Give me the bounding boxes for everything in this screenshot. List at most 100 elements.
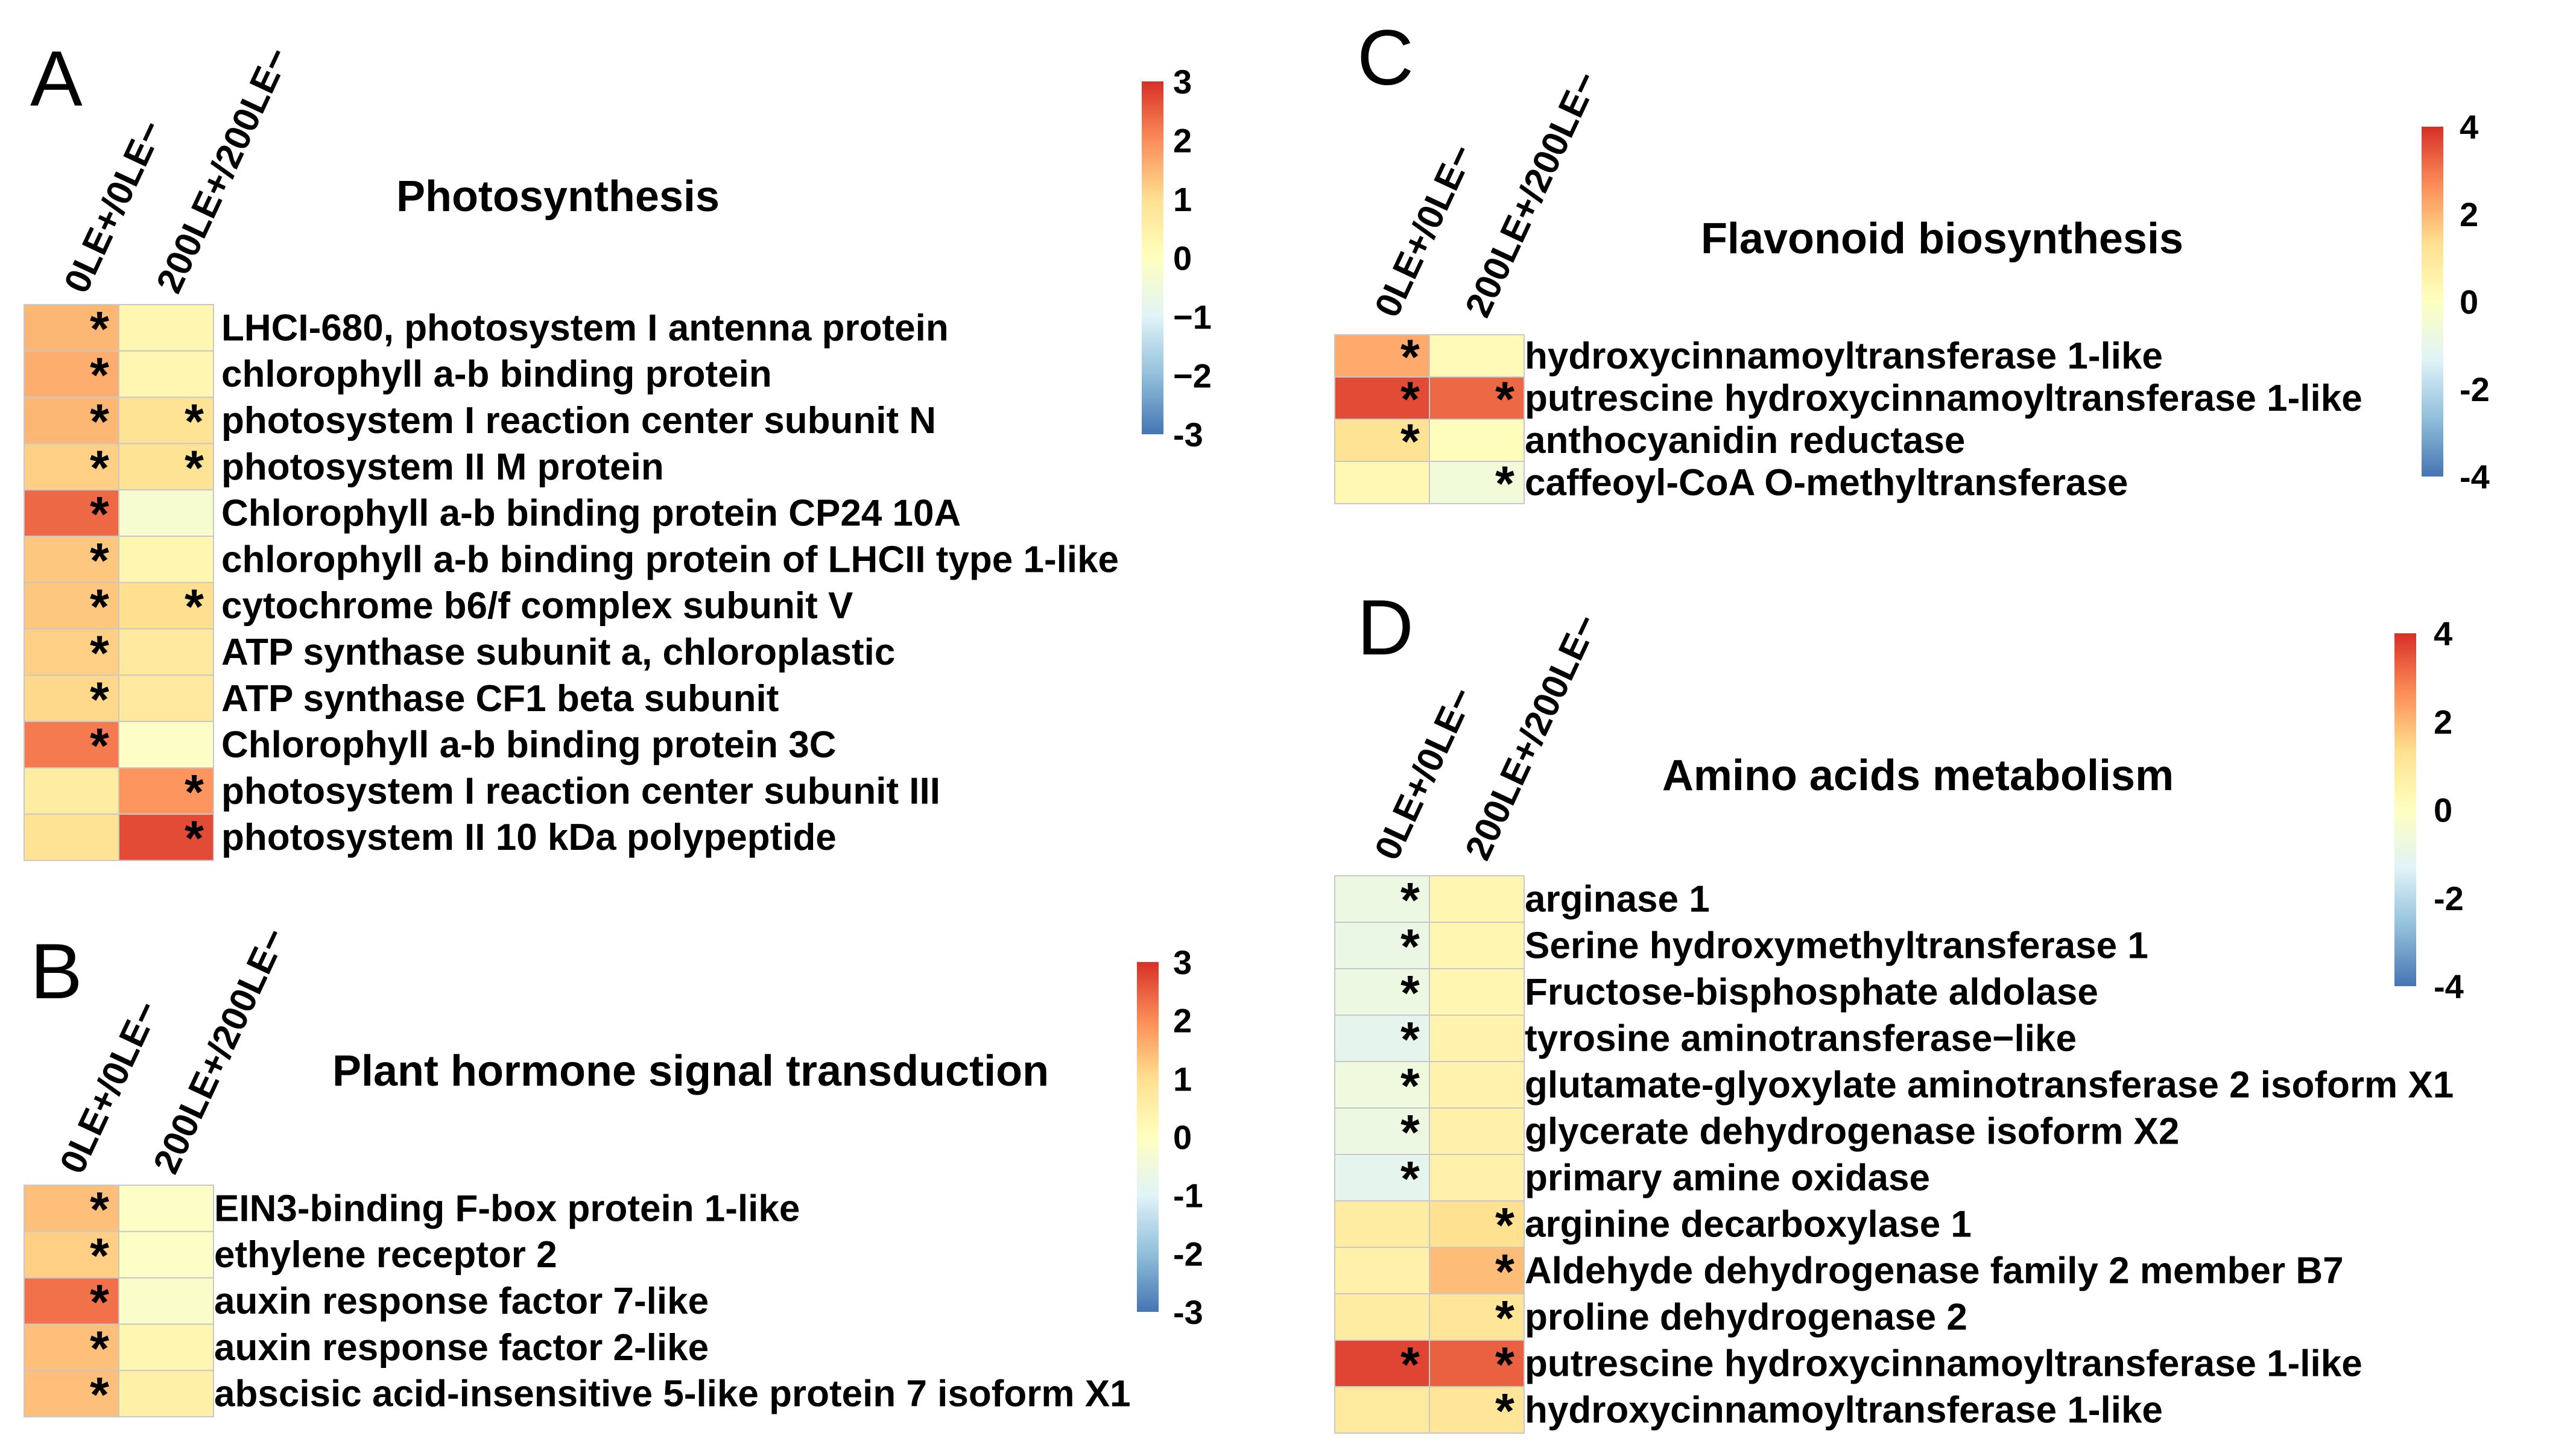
column-label: 200LE+/200LE− <box>1457 65 1606 323</box>
heatmap-cell <box>1334 1293 1430 1341</box>
row-label: tyrosine aminotransferase−like <box>1525 1018 2077 1060</box>
row-label: ATP synthase subunit a, chloroplastic <box>221 632 895 673</box>
significance-star: * <box>90 1322 109 1376</box>
row-label: putrescine hydroxycinnamoyltransferase 1… <box>1525 378 2362 419</box>
heatmap-cell <box>118 674 214 723</box>
significance-star: * <box>90 1275 109 1330</box>
panel-title: Photosynthesis <box>396 173 720 221</box>
colorbar-tick-label: −2 <box>1173 357 1212 395</box>
significance-star: * <box>1400 1106 1420 1160</box>
heatmap-cell <box>24 1323 119 1372</box>
heatmap-cell <box>118 1230 214 1279</box>
significance-star: * <box>90 719 109 774</box>
column-label: 200LE+/200LE− <box>148 41 297 299</box>
significance-star: * <box>90 533 109 588</box>
heatmap-cell <box>24 304 119 352</box>
colorbar-tick-label: 2 <box>1173 1002 1192 1040</box>
significance-star: * <box>1400 1338 1420 1393</box>
row-label: hydroxycinnamoyltransferase 1-like <box>1525 1390 2163 1431</box>
significance-star: * <box>90 441 109 496</box>
colorbar-tick-label: 2 <box>2434 703 2452 741</box>
heatmap-cell <box>118 304 214 352</box>
significance-star: * <box>90 348 109 403</box>
column-label: 0LE+/0LE− <box>52 995 166 1179</box>
row-label: arginase 1 <box>1525 879 1710 920</box>
significance-star: * <box>1400 920 1420 975</box>
significance-star: * <box>90 1229 109 1284</box>
colorbar-tick-label: 0 <box>2460 283 2478 321</box>
heatmap-cell <box>1429 1386 1525 1434</box>
heatmap-cell <box>118 1277 214 1325</box>
heatmap-cell <box>1334 1340 1430 1387</box>
row-label: Chlorophyll a-b binding protein CP24 10A <box>221 493 961 534</box>
heatmap-cell <box>1429 922 1525 969</box>
row-label: primary amine oxidase <box>1525 1157 1930 1199</box>
row-label: photosystem II M protein <box>221 446 664 488</box>
significance-star: * <box>1495 372 1514 427</box>
colorbar-tick-label: 2 <box>1173 122 1192 160</box>
colorbar <box>2422 127 2443 476</box>
colorbar-tick-label: 2 <box>2460 195 2478 233</box>
row-label: photosystem II 10 kDa polypeptide <box>221 817 837 858</box>
heatmap-cell <box>1429 419 1525 462</box>
heatmap-cell <box>118 1370 214 1417</box>
colorbar-tick-label: -4 <box>2434 967 2464 1005</box>
row-label: chlorophyll a-b binding protein of LHCII… <box>221 539 1119 580</box>
colorbar-tick-label: 0 <box>1173 1118 1192 1156</box>
colorbar <box>1137 962 1159 1312</box>
panel-letter: D <box>1357 583 1414 671</box>
heatmap-cell <box>1429 1200 1525 1248</box>
colorbar-tick-label: -2 <box>2434 879 2464 917</box>
colorbar-tick-label: 1 <box>1173 180 1192 218</box>
significance-star: * <box>1495 1291 1514 1346</box>
significance-star: * <box>1495 1338 1514 1393</box>
heatmap-cell <box>1334 1386 1430 1434</box>
colorbar-tick-label: -1 <box>1173 1177 1203 1215</box>
heatmap-cell <box>1429 334 1525 378</box>
row-label: Chlorophyll a-b binding protein 3C <box>221 724 837 766</box>
significance-star: * <box>90 302 109 356</box>
row-label: arginine decarboxylase 1 <box>1525 1204 1972 1246</box>
heatmap-cell <box>1334 1061 1430 1109</box>
significance-star: * <box>1495 1245 1514 1300</box>
significance-star: * <box>90 580 109 635</box>
heatmap-cell <box>1429 1154 1525 1201</box>
heatmap-cell <box>1429 1061 1525 1109</box>
significance-star: * <box>90 673 109 727</box>
colorbar-tick-label: 4 <box>2460 108 2478 146</box>
heatmap-cell <box>24 721 119 768</box>
panel-title: Flavonoid biosynthesis <box>1701 215 2183 263</box>
heatmap-cell <box>118 396 214 445</box>
row-label: proline dehydrogenase 2 <box>1525 1297 1967 1338</box>
colorbar-tick-label: 0 <box>2434 791 2452 829</box>
row-label: LHCI-680, photosystem I antenna protein <box>221 307 949 349</box>
significance-star: * <box>185 580 204 635</box>
colorbar-tick-label: -2 <box>1173 1235 1203 1273</box>
heatmap-cell <box>1334 1015 1430 1062</box>
row-label: Fructose-bisphosphate aldolase <box>1525 972 2098 1013</box>
panel-letter: B <box>30 927 83 1015</box>
panel-a: APhotosynthesis0LE+/0LE−200LE+/200LE−*LH… <box>24 34 1212 866</box>
significance-star: * <box>185 765 204 820</box>
colorbar-tick-label: -2 <box>2460 370 2490 408</box>
column-label: 200LE+/200LE− <box>1457 608 1606 866</box>
significance-star: * <box>1495 457 1514 511</box>
heatmap-cell <box>118 628 214 676</box>
row-label: putrescine hydroxycinnamoyltransferase 1… <box>1525 1343 2362 1385</box>
row-label: EIN3-binding F-box protein 1-like <box>214 1188 800 1229</box>
colorbar-tick-label: 3 <box>1173 943 1192 981</box>
heatmap-cell <box>24 536 119 583</box>
significance-star: * <box>90 626 109 681</box>
row-label: photosystem I reaction center subunit N <box>221 400 936 442</box>
colorbar-tick-label: 4 <box>2434 615 2452 653</box>
significance-star: * <box>1400 966 1420 1021</box>
colorbar-tick-label: -3 <box>1173 1293 1203 1331</box>
column-label: 200LE+/200LE− <box>145 922 294 1179</box>
significance-star: * <box>90 1182 109 1237</box>
heatmap-cell <box>24 674 119 723</box>
heatmap-cell <box>1334 461 1430 504</box>
row-label: Serine hydroxymethyltransferase 1 <box>1525 925 2148 967</box>
row-label: auxin response factor 2-like <box>214 1327 709 1369</box>
row-label: hydroxycinnamoyltransferase 1-like <box>1525 335 2163 377</box>
